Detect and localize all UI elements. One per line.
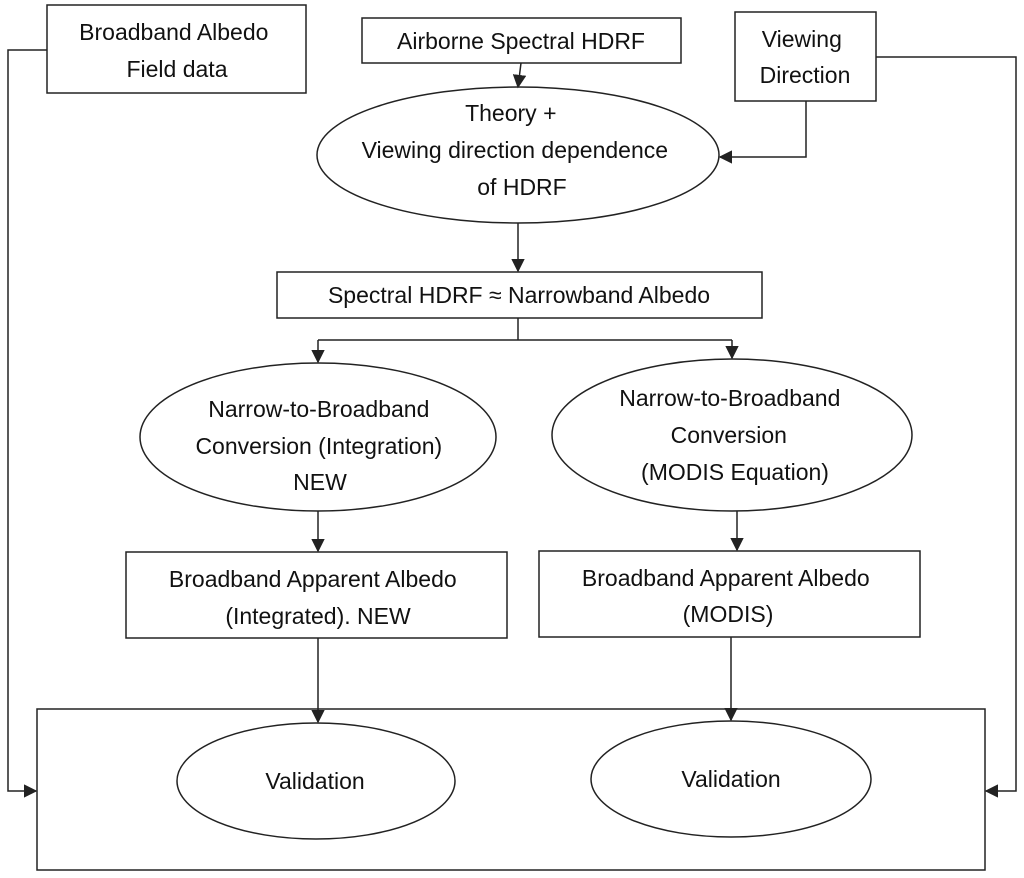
arrow-viewing-to-theory <box>718 101 807 164</box>
arrow-airborne-to-theory <box>512 62 527 89</box>
arrow-field-data-to-validation <box>7 49 47 798</box>
field-data-box <box>46 4 307 94</box>
arrow-viewing-to-validation <box>876 56 1017 798</box>
airborne-hdrf-box <box>361 17 682 64</box>
broadband-integrated-label: Broadband Apparent Albedo (Integrated). … <box>169 566 463 629</box>
broadband-modis-label: Broadband Apparent Albedo (MODIS) <box>582 565 876 627</box>
validation-right-label: Validation <box>681 766 780 792</box>
viewing-direction-box <box>734 11 877 102</box>
broadband-modis-box <box>538 550 921 638</box>
spectral-hdrf-label: Spectral HDRF ≈ Narrowband Albedo <box>328 282 710 308</box>
airborne-hdrf-label: Airborne Spectral HDRF <box>397 28 645 54</box>
conversion-integration-label: Narrow-to-Broadband Conversion (Integrat… <box>195 396 448 495</box>
spectral-hdrf-box <box>276 271 763 319</box>
broadband-integrated-box <box>125 551 508 639</box>
theory-label: Theory + Viewing direction dependence of… <box>362 100 675 200</box>
viewing-direction-label: Viewing Direction <box>760 26 851 88</box>
validation-left-label: Validation <box>265 768 364 794</box>
conversion-modis-label: Narrow-to-Broadband Conversion (MODIS Eq… <box>619 385 847 485</box>
field-data-label: Broadband Albedo Field data <box>79 19 275 82</box>
